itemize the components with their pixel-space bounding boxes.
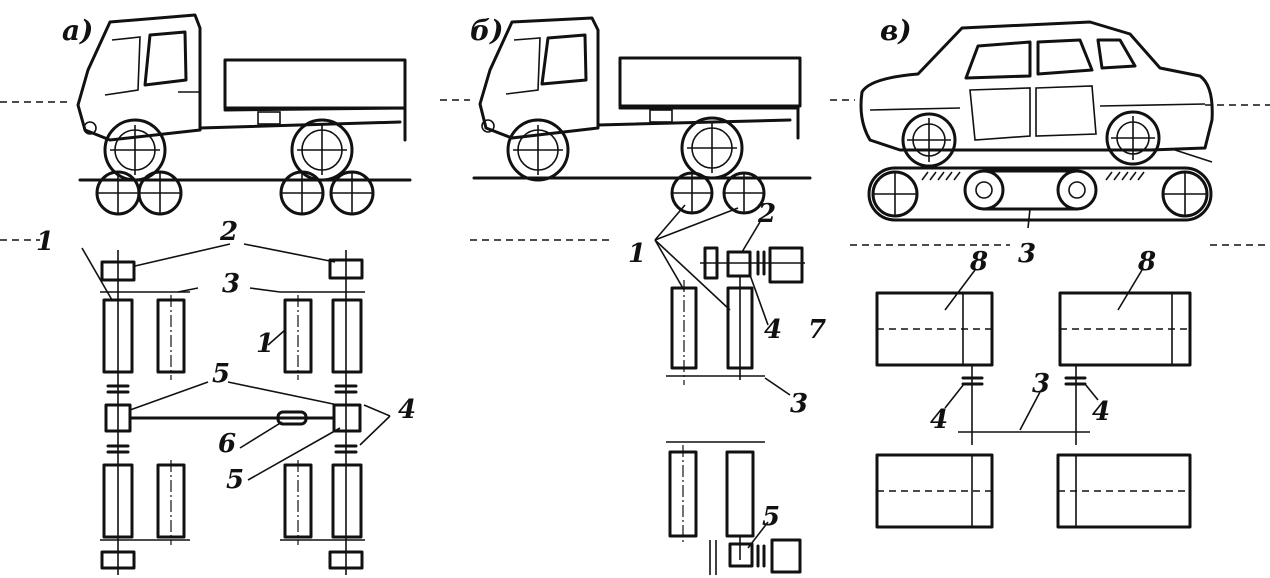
panel-c: в) [859,14,1214,529]
label-b-2: 2 [757,199,776,229]
truck-b [478,16,802,182]
panel-b: б) [470,14,826,575]
panel-c-label: в) [880,14,912,47]
panel-a: a) [36,13,416,575]
label-b-3: 3 [790,389,808,419]
panel-a-label: a) [62,14,93,47]
label-c-3: 3 [1018,239,1036,269]
label-a-4: 4 [398,395,416,425]
label-c-4b: 4 [1092,397,1110,427]
label-c-4: 4 [930,405,948,435]
rollers-a [95,170,375,216]
label-a-6: 6 [218,429,236,459]
label-c-8: 8 [969,247,988,277]
car [859,20,1214,168]
label-b-5: 5 [762,502,780,532]
label-a-1b: 1 [256,329,274,359]
plan-scheme-a [81,243,391,575]
label-b-7: 7 [808,315,826,345]
label-c-8b: 8 [1137,247,1156,277]
label-b-1: 1 [628,239,646,269]
plan-scheme-b [654,204,805,575]
label-a-1: 1 [36,227,54,257]
label-a-5: 5 [212,359,230,389]
label-a-2: 2 [219,217,238,247]
truck-a [76,13,407,182]
rollers-b [670,171,766,215]
center-lines [0,99,1270,246]
label-a-3: 3 [222,269,240,299]
label-c-3b: 3 [1032,369,1050,399]
plan-scheme-c [875,269,1192,529]
belt-stand [867,166,1213,229]
label-a-5b: 5 [226,465,244,495]
panel-b-label: б) [470,14,503,47]
label-b-4: 4 [764,315,782,345]
